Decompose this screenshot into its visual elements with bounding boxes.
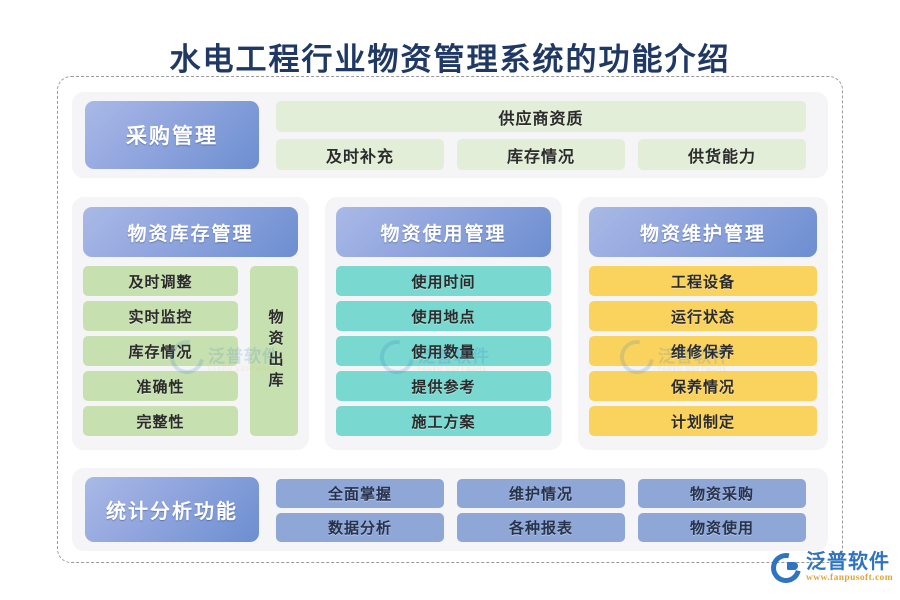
usage-item-4[interactable]: 施工方案 (336, 406, 551, 436)
section-statistics-header[interactable]: 统计分析功能 (85, 477, 259, 542)
inventory-item-4[interactable]: 完整性 (83, 406, 238, 436)
statistics-row1-item-2[interactable]: 物资采购 (638, 479, 806, 508)
section-usage-header[interactable]: 物资使用管理 (336, 207, 551, 257)
inventory-item-3[interactable]: 准确性 (83, 371, 238, 401)
brand-url: www.fanpusoft.com (806, 573, 894, 583)
section-maintenance-header[interactable]: 物资维护管理 (589, 207, 817, 257)
statistics-row1-item-1[interactable]: 维护情况 (457, 479, 625, 508)
usage-item-3[interactable]: 提供参考 (336, 371, 551, 401)
inventory-item-2[interactable]: 库存情况 (83, 336, 238, 366)
maintenance-item-3[interactable]: 保养情况 (589, 371, 817, 401)
brand-logo[interactable]: 泛普软件 www.fanpusoft.com (765, 547, 894, 589)
usage-item-0[interactable]: 使用时间 (336, 266, 551, 296)
statistics-row2-item-2[interactable]: 物资使用 (638, 513, 806, 542)
inventory-item-0[interactable]: 及时调整 (83, 266, 238, 296)
usage-item-1[interactable]: 使用地点 (336, 301, 551, 331)
fanpu-swoosh-icon (765, 547, 807, 589)
maintenance-item-0[interactable]: 工程设备 (589, 266, 817, 296)
maintenance-item-1[interactable]: 运行状态 (589, 301, 817, 331)
statistics-row2-item-0[interactable]: 数据分析 (276, 513, 444, 542)
inventory-side-item-outbound[interactable]: 物资出库 (250, 266, 298, 436)
dashed-outer-frame (57, 76, 843, 563)
purchase-item-2[interactable]: 供货能力 (638, 139, 806, 170)
statistics-row1-item-0[interactable]: 全面掌握 (276, 479, 444, 508)
purchase-item-supplier-qualification[interactable]: 供应商资质 (276, 101, 806, 132)
maintenance-item-4[interactable]: 计划制定 (589, 406, 817, 436)
purchase-item-1[interactable]: 库存情况 (457, 139, 625, 170)
page-title: 水电工程行业物资管理系统的功能介绍 (169, 42, 731, 77)
usage-item-2[interactable]: 使用数量 (336, 336, 551, 366)
section-inventory-header[interactable]: 物资库存管理 (83, 207, 298, 257)
section-purchase-header[interactable]: 采购管理 (85, 101, 259, 169)
purchase-item-0[interactable]: 及时补充 (276, 139, 444, 170)
statistics-row2-item-1[interactable]: 各种报表 (457, 513, 625, 542)
maintenance-item-2[interactable]: 维修保养 (589, 336, 817, 366)
inventory-item-1[interactable]: 实时监控 (83, 301, 238, 331)
brand-name: 泛普软件 (806, 551, 890, 573)
